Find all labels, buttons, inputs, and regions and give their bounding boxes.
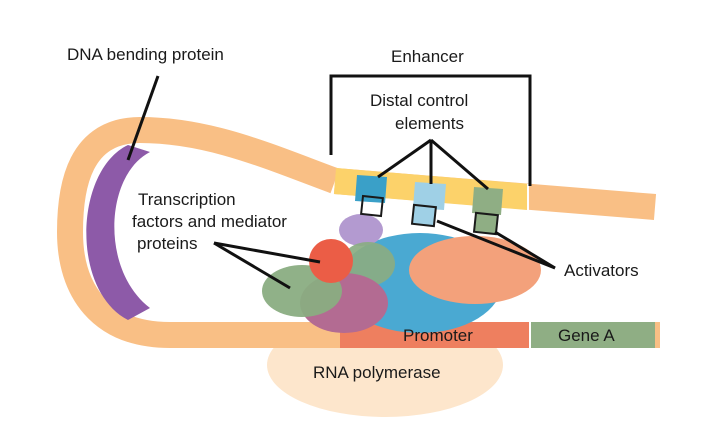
dna-bending-protein — [86, 145, 150, 320]
dna-strand — [56, 116, 660, 348]
activator-callout-2 — [494, 230, 556, 270]
activator-square-1 — [360, 194, 384, 218]
tf-callout-2 — [213, 241, 291, 290]
label-enhancer: Enhancer — [391, 47, 464, 66]
label-gene-a: Gene A — [558, 326, 615, 345]
factor-lavender — [339, 214, 383, 246]
activator-square-2 — [410, 203, 437, 228]
label-tf-line1: Transcription — [138, 190, 236, 209]
distal-callout-3 — [430, 138, 489, 191]
label-distal-line1: Distal control — [370, 91, 468, 110]
activator-square-3 — [472, 211, 499, 236]
tf-callout-1 — [213, 241, 321, 264]
label-tf-line3: proteins — [137, 234, 197, 253]
label-distal-line2: elements — [395, 114, 464, 133]
factor-red — [309, 239, 353, 283]
label-promoter: Promoter — [403, 326, 473, 345]
distal-element-2 — [413, 182, 446, 210]
label-activators: Activators — [564, 261, 639, 280]
enhancer-bracket — [329, 74, 532, 186]
activator-callout-1 — [436, 219, 556, 270]
label-rna-polymerase: RNA polymerase — [313, 363, 441, 382]
label-dna-bending-protein: DNA bending protein — [67, 45, 224, 64]
distal-callout-1 — [377, 138, 432, 179]
distal-element-3 — [472, 187, 503, 215]
gene-a-region — [530, 322, 655, 348]
label-tf-line2: factors and mediator — [132, 212, 287, 231]
dna-bending-callout — [126, 75, 160, 161]
activator-salmon — [409, 236, 541, 304]
